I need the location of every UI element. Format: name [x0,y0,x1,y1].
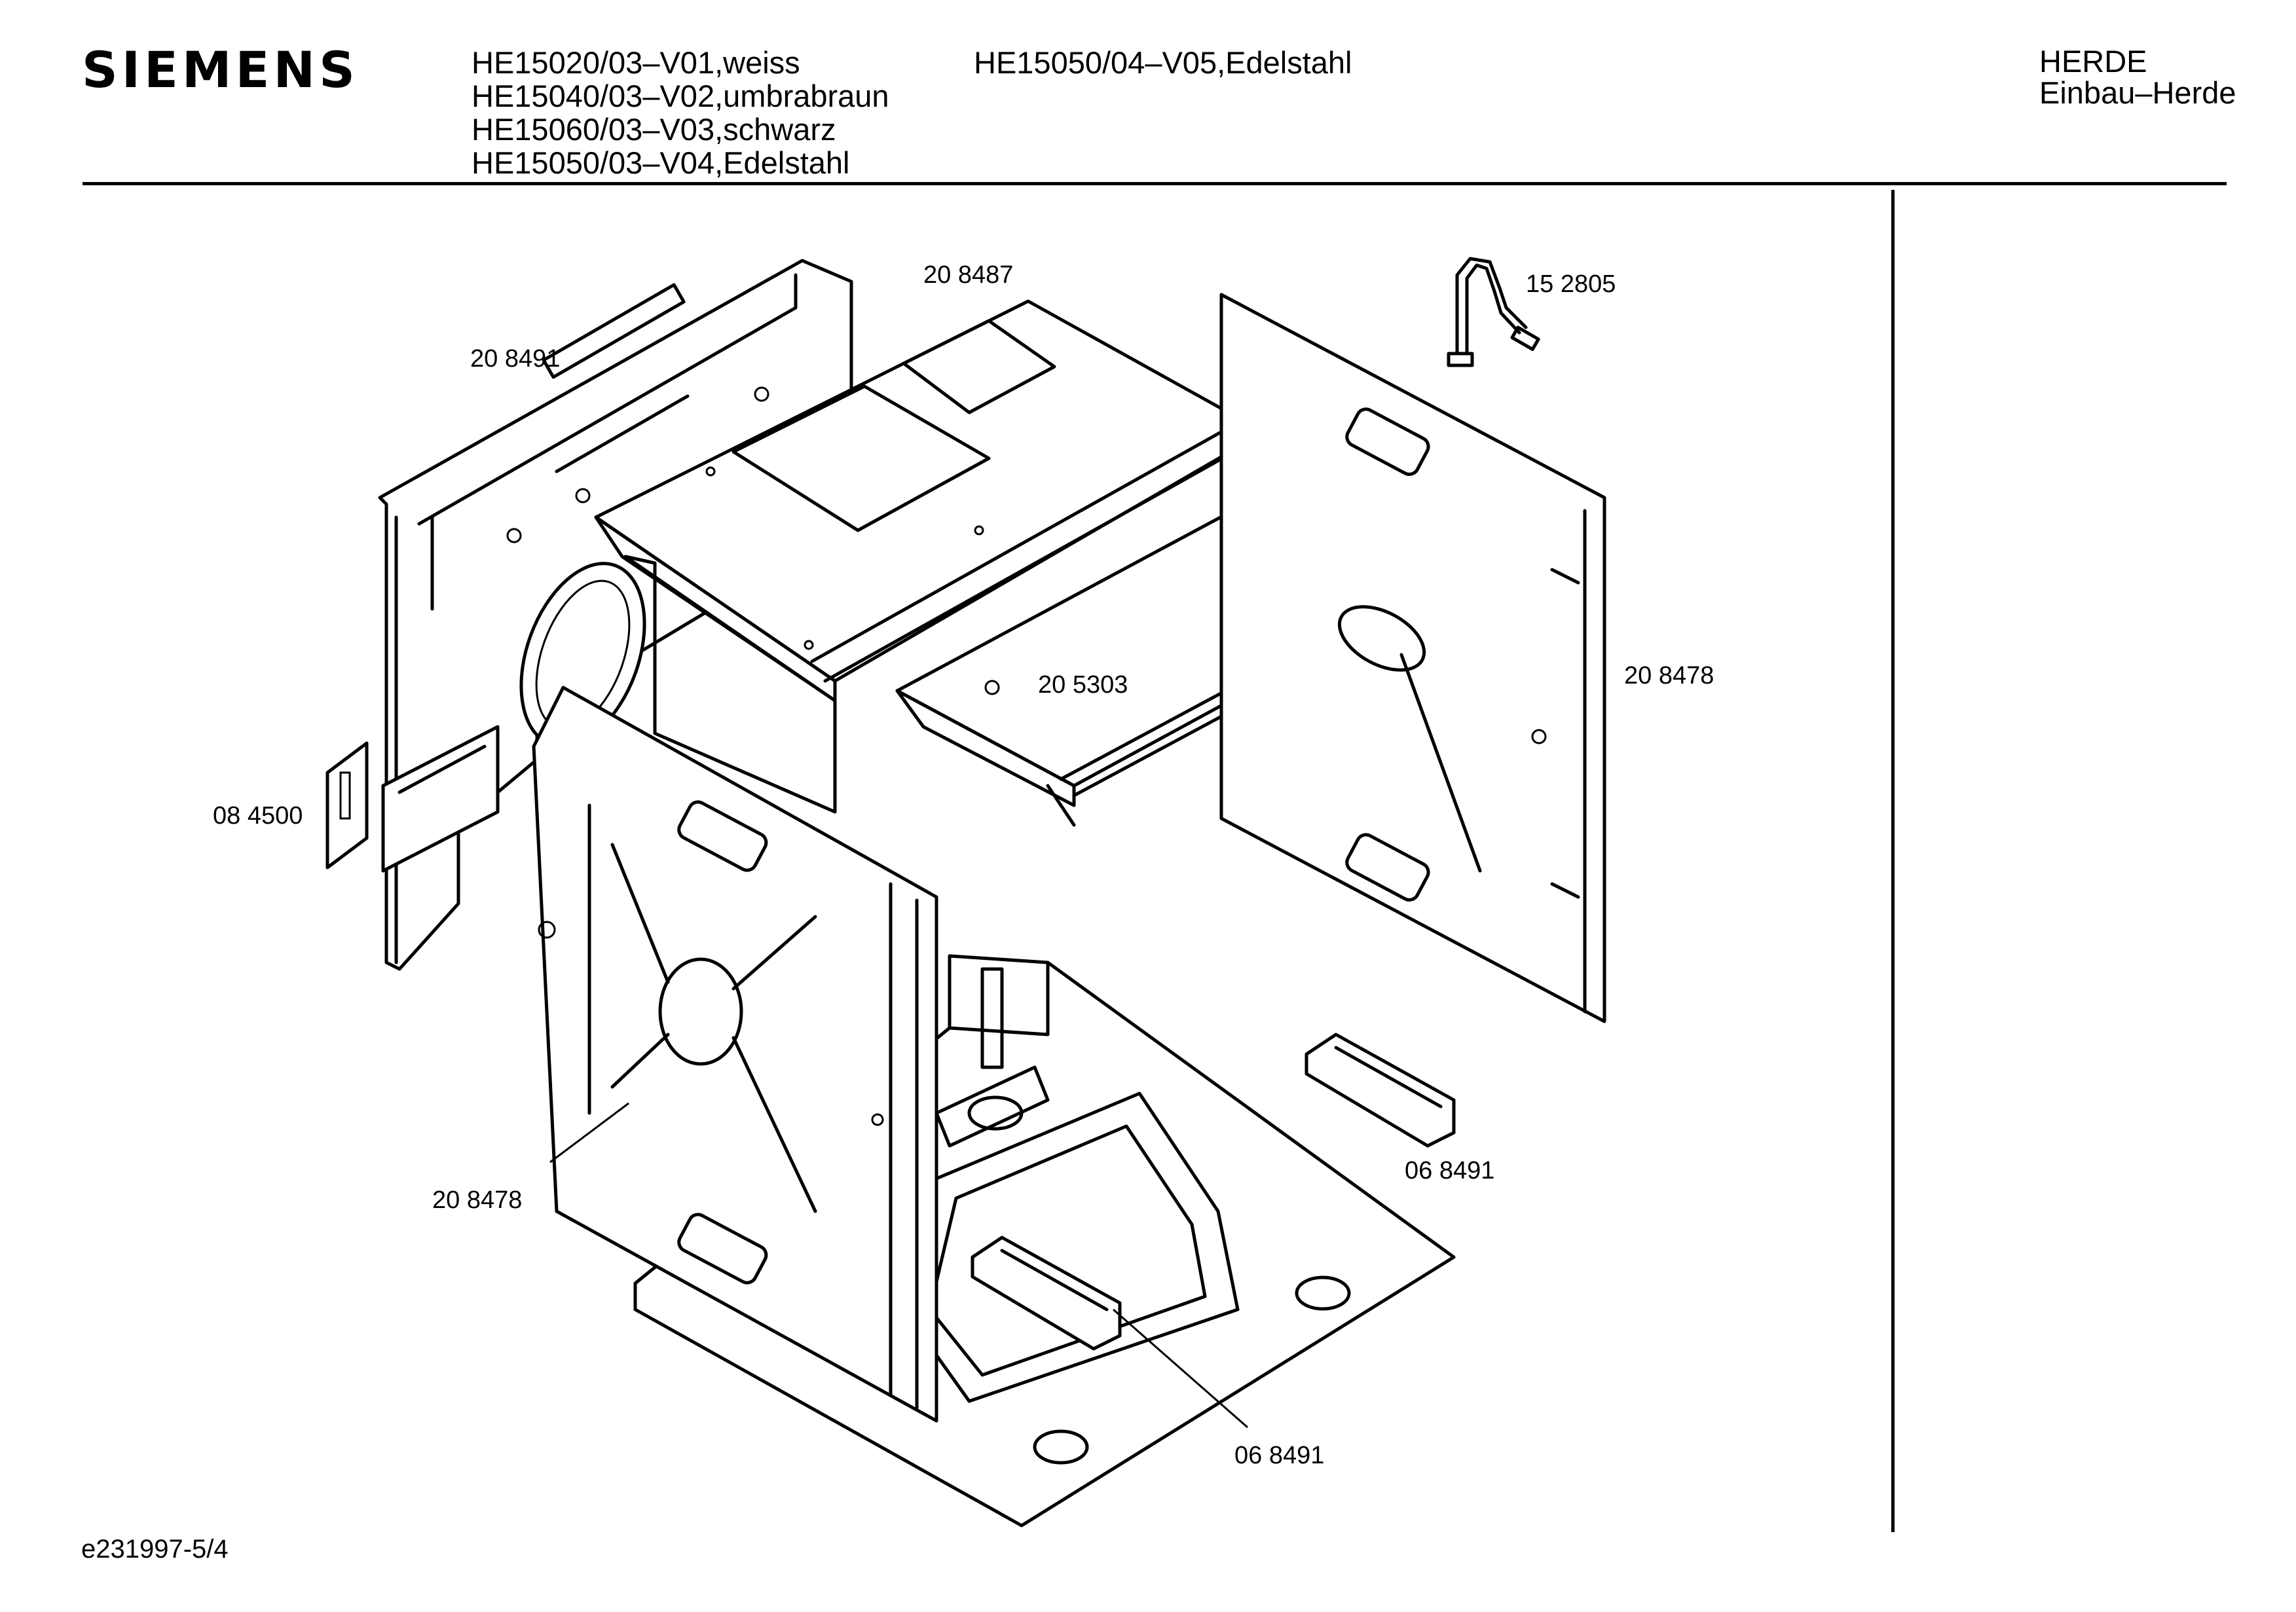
part-label-rear-left-panel: 20 8491 [470,345,560,373]
model-item: HE15050/04–V05,Edelstahl [974,45,1352,80]
part-label-left-side-panel: 20 8478 [432,1186,522,1214]
model-item: HE15060/03–V03,schwarz [472,112,836,147]
model-list-secondary: HE15050/04–V05,Edelstahl [974,46,1352,79]
top-panel [594,299,1266,814]
header-divider [83,182,2227,185]
brand-logo: SIEMENS [82,41,359,99]
right-side-panel [1219,293,1606,1023]
category-title: HERDE [2039,44,2147,79]
clip-right [1305,1033,1456,1148]
part-label-cable: 15 2805 [1526,270,1616,298]
cable [1447,257,1540,367]
leader-lines [549,1102,1248,1429]
part-label-right-side-panel: 20 8478 [1624,662,1714,689]
document-id: e231997-5/4 [81,1535,229,1564]
category-subtitle: Einbau–Herde [2039,75,2236,110]
model-item: HE15020/03–V01,weiss [472,45,800,80]
part-label-bracket: 08 4500 [213,802,303,830]
part-label-clip-bottom: 06 8491 [1234,1442,1324,1469]
part-label-rail: 20 5303 [1038,671,1128,699]
model-list-primary: HE15020/03–V01,weiss HE15040/03–V02,umbr… [472,46,889,179]
bracket [325,725,500,873]
side-divider [1891,190,1895,1532]
category-block: HERDE Einbau–Herde [2039,46,2236,109]
left-side-panel [532,686,938,1423]
part-label-top-panel: 20 8487 [923,261,1013,289]
part-label-clip-right: 06 8491 [1405,1157,1494,1184]
model-item: HE15050/03–V04,Edelstahl [472,145,850,180]
clip-bottom [971,1236,1122,1351]
model-item: HE15040/03–V02,umbrabraun [472,79,889,113]
